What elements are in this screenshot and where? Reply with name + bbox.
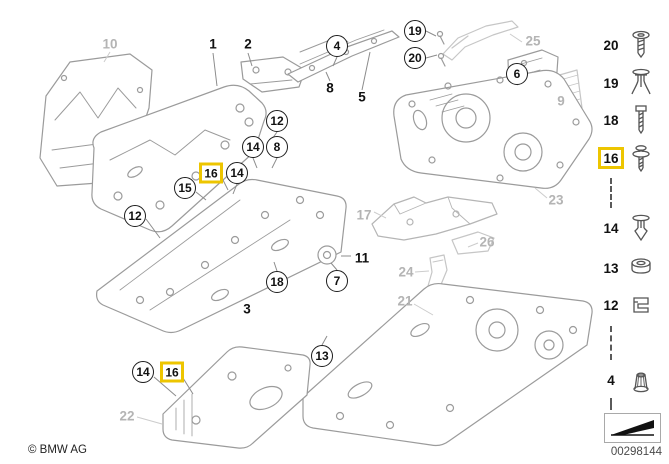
fillister-screw-icon: [627, 29, 655, 61]
legend-divider: [610, 398, 612, 410]
legend-number: 19: [603, 75, 619, 91]
panel-3: [96, 178, 347, 334]
panel-1: [91, 84, 267, 233]
cap-11: [317, 245, 337, 265]
ref-callout-26: 26: [479, 234, 495, 250]
callout-8[interactable]: 8: [266, 136, 288, 158]
callout-5[interactable]: 5: [358, 89, 366, 105]
callout-2[interactable]: 2: [244, 36, 252, 52]
expansion-rivet-icon: [627, 67, 655, 99]
callout-14[interactable]: 14: [226, 162, 248, 184]
ref-callout-22: 22: [119, 408, 135, 424]
legend-number: 4: [607, 372, 615, 388]
fasteners-19-20: [436, 30, 446, 67]
callout-1[interactable]: 1: [209, 36, 217, 52]
bracket-17: [371, 196, 498, 241]
legend-number: 14: [603, 220, 619, 236]
callout-15[interactable]: 15: [174, 177, 196, 199]
bracket-25: [442, 20, 519, 61]
push-pin-icon: [627, 212, 655, 244]
ref-callout-17: 17: [356, 207, 372, 223]
legend-item-13[interactable]: 13: [598, 251, 664, 285]
hex-bolt-icon: [627, 104, 655, 136]
ref-callout-10: 10: [102, 36, 118, 52]
legend-item-20[interactable]: 20: [598, 28, 664, 62]
legend-item-18[interactable]: 18: [598, 103, 664, 137]
fastener-legend: 20 19 18: [598, 0, 668, 464]
callout-18[interactable]: 18: [266, 271, 288, 293]
reference-leader-lines: [103, 33, 548, 425]
legend-number: 20: [603, 37, 619, 53]
screw-with-washer-icon: [627, 142, 655, 174]
direction-arrow-icon: [610, 420, 654, 436]
panel-23: [393, 69, 593, 189]
callout-12[interactable]: 12: [266, 110, 288, 132]
drawing-number: 00298144: [610, 446, 662, 458]
legend-number: 18: [603, 112, 619, 128]
callout-6[interactable]: 6: [506, 63, 528, 85]
direction-indicator: [604, 413, 661, 443]
legend-item-14[interactable]: 14: [598, 211, 664, 245]
callout-14[interactable]: 14: [242, 136, 264, 158]
copyright-label: © BMW AG: [28, 444, 87, 456]
ref-callout-9: 9: [557, 93, 565, 109]
callout-7[interactable]: 7: [326, 270, 348, 292]
legend-item-12[interactable]: 12: [598, 288, 664, 322]
legend-item-4[interactable]: 4: [598, 363, 664, 397]
sheet-metal-clip-icon: [627, 289, 655, 321]
callout-4[interactable]: 4: [326, 35, 348, 57]
bracket-2: [240, 56, 306, 93]
callout-20[interactable]: 20: [404, 47, 426, 69]
callout-13[interactable]: 13: [311, 345, 333, 367]
ref-callout-21: 21: [397, 293, 413, 309]
legend-number: 12: [603, 297, 619, 313]
bracket-26: [451, 231, 495, 255]
ref-callout-23: 23: [548, 192, 564, 208]
callout-14[interactable]: 14: [132, 361, 154, 383]
panel-21: [302, 282, 593, 447]
callout-12[interactable]: 12: [124, 205, 146, 227]
legend-divider: [610, 178, 612, 208]
legend-divider: [610, 326, 612, 360]
callout-16-highlighted[interactable]: 16: [199, 162, 223, 184]
legend-item-16[interactable]: 16: [598, 141, 664, 175]
callout-16-highlighted[interactable]: 16: [160, 361, 184, 383]
callout-19[interactable]: 19: [404, 20, 426, 42]
legend-item-19[interactable]: 19: [598, 66, 664, 100]
callout-3[interactable]: 3: [243, 301, 251, 317]
legend-number: 13: [603, 260, 619, 276]
ref-callout-25: 25: [525, 33, 541, 49]
bracket-24: [427, 254, 448, 288]
grommet-icon: [627, 252, 655, 284]
callout-8[interactable]: 8: [326, 80, 334, 96]
legend-number-highlighted: 16: [598, 147, 624, 169]
plastic-nut-icon: [627, 364, 655, 396]
callout-11[interactable]: 11: [354, 250, 370, 266]
panel-22: [162, 346, 311, 449]
ref-callout-24: 24: [398, 264, 414, 280]
